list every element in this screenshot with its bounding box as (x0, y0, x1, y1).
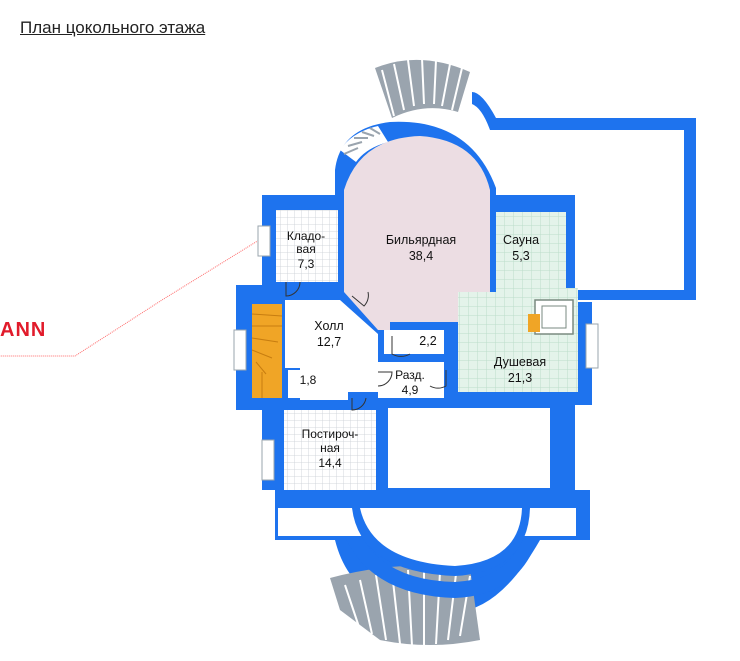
sauna-name: Сауна (503, 233, 539, 247)
shower-name: Душевая (494, 355, 546, 369)
bottom-arch-inner (360, 508, 522, 566)
storage-area: 7,3 (298, 257, 315, 271)
laundry-name-line2: ная (320, 441, 340, 455)
storage-name-line2: вая (296, 242, 315, 256)
door-swing (351, 397, 367, 411)
bottom-curved-wall (335, 505, 545, 598)
door-swing (285, 281, 301, 297)
door-swing (391, 336, 411, 357)
billiard-name: Бильярдная (386, 233, 456, 247)
door-swing (351, 291, 369, 307)
shower-area: 21,3 (508, 371, 532, 385)
hall-area: 12,7 (317, 335, 341, 349)
sauna-bench (528, 314, 540, 332)
laundry-name-line1: Постироч- (302, 427, 359, 441)
storage-name-line1: Кладо- (287, 229, 325, 243)
sauna-area: 5,3 (512, 249, 529, 263)
top-staircase (375, 57, 470, 118)
room-small (384, 330, 444, 354)
billiard-area: 38,4 (409, 249, 433, 263)
changing-area: 4,9 (402, 383, 419, 397)
changing-name: Разд. (395, 368, 425, 382)
window (585, 323, 599, 369)
brand-logo: ANN (0, 319, 47, 341)
closet-area: 1,8 (300, 373, 317, 387)
hall-staircase (251, 304, 283, 398)
room-closet (288, 370, 318, 398)
plan-title: План цокольного этажа (20, 18, 206, 37)
room-storage (276, 210, 338, 282)
label-billiard: Бильярдная 38,4 (386, 233, 456, 263)
room-unlabeled (388, 408, 550, 488)
window (233, 329, 247, 371)
marker-line (0, 210, 307, 357)
label-sauna: Сауна 5,3 (503, 233, 539, 263)
hall-name: Холл (314, 319, 343, 333)
laundry-area: 14,4 (318, 456, 342, 470)
label-hall: Холл 12,7 (314, 319, 343, 349)
room-sauna (496, 212, 566, 288)
door-swing (429, 370, 447, 389)
room-shower-lower (496, 288, 578, 298)
sauna-stove-inner (541, 305, 567, 329)
small-room-area: 2,2 (419, 334, 436, 348)
door-swing (377, 371, 393, 387)
window (257, 225, 271, 257)
label-changing: Разд. 4,9 (395, 368, 425, 397)
label-shower: Душевая 21,3 (494, 355, 546, 385)
room-laundry (284, 410, 376, 490)
spiral-stair-top (340, 126, 388, 162)
window (261, 439, 275, 481)
room-billiard (344, 136, 490, 330)
label-storage: Кладо- вая 7,3 (287, 229, 325, 271)
label-laundry: Постироч- ная 14,4 (302, 427, 359, 470)
